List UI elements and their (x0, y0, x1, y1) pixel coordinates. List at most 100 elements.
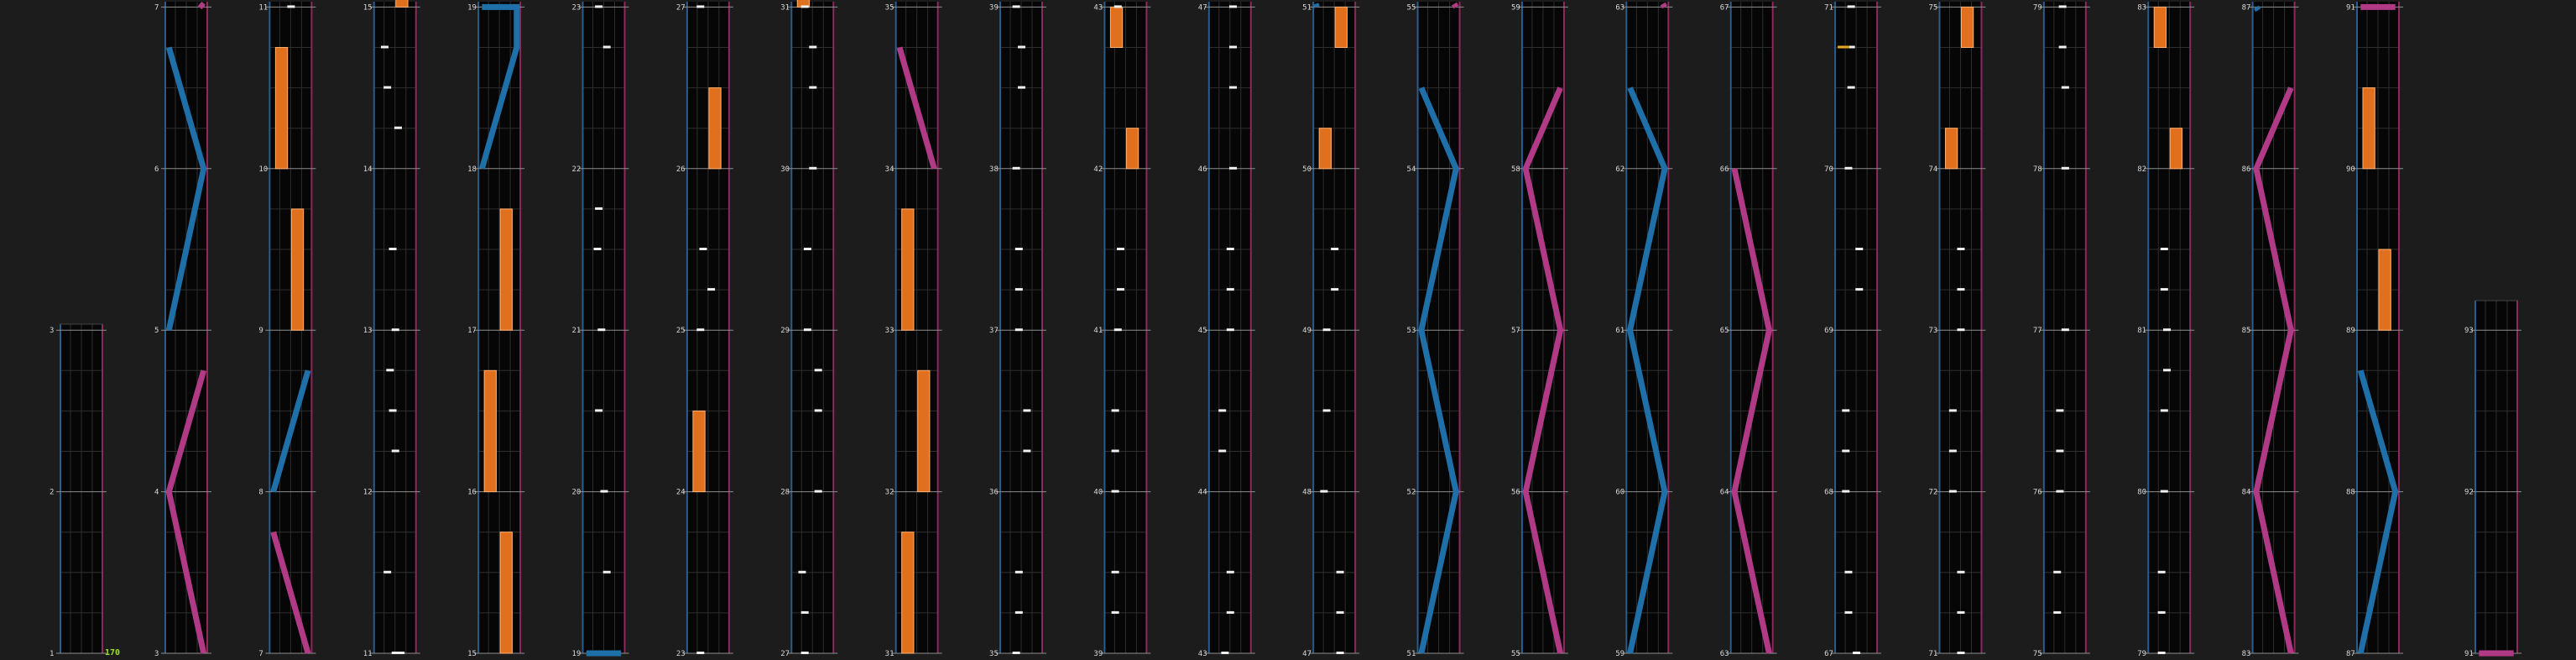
tap-note (1014, 328, 1023, 332)
tap-note (1331, 288, 1339, 291)
measure-number: 35 (989, 650, 999, 658)
tap-note (798, 570, 806, 574)
hold-note (499, 208, 513, 331)
measure-number: 26 (676, 165, 686, 174)
measure-number: 69 (1824, 327, 1833, 335)
measure-number: 7 (258, 650, 263, 658)
tap-note (1957, 570, 1965, 574)
tap-note (2056, 409, 2064, 412)
tap-note (2056, 490, 2064, 493)
slide-path-blue (270, 369, 311, 493)
tap-note (1014, 288, 1023, 291)
tap-note (1113, 328, 1122, 332)
tap-note (1229, 86, 1237, 89)
tap-note (1336, 570, 1344, 574)
measure-number: 33 (885, 327, 894, 335)
tap-note (1111, 449, 1119, 453)
tap-note (809, 166, 817, 170)
tap-note (800, 610, 809, 614)
measure-number: 16 (467, 489, 477, 497)
tap-note (1014, 248, 1023, 250)
measure-number: 10 (258, 165, 268, 174)
measure-number: 21 (572, 327, 581, 335)
hold-note (290, 208, 305, 331)
tap-note (1855, 288, 1864, 291)
measure-number: 7 (154, 3, 159, 12)
measure-number: 47 (1302, 650, 1311, 658)
combo-count: 170 (105, 648, 120, 657)
measure-number: 51 (1407, 650, 1416, 658)
measure-number: 91 (2464, 650, 2474, 658)
tap-note (597, 328, 606, 332)
measure-number: 30 (780, 165, 790, 174)
measure-number: 15 (467, 650, 477, 658)
tap-note (287, 5, 295, 8)
measure-number: 71 (1928, 650, 1937, 658)
measure-number: 86 (2242, 165, 2251, 174)
tap-note (2058, 45, 2067, 49)
tap-note (602, 45, 611, 49)
tap-note (1111, 409, 1119, 412)
tap-note (814, 409, 822, 412)
slide-path-pink (1731, 168, 1772, 654)
hold-note (2378, 249, 2391, 331)
measure-number: 65 (1720, 327, 1729, 335)
measure-number: 46 (1198, 165, 1207, 174)
tap-note (1229, 166, 1237, 170)
tap-note (2056, 449, 2064, 453)
measure-number: 87 (2346, 650, 2355, 658)
tap-note (809, 86, 817, 89)
tap-note (1957, 248, 1965, 250)
tap-note (1957, 328, 1965, 332)
measure-number: 93 (2464, 327, 2474, 335)
tap-note (1842, 449, 1850, 453)
tap-note (707, 288, 716, 291)
tap-note (803, 328, 811, 332)
measure-number: 83 (2137, 3, 2146, 12)
measure-number: 56 (1511, 489, 1520, 497)
measure-number: 87 (2242, 3, 2251, 12)
tap-note (2061, 328, 2069, 332)
tap-note (2160, 248, 2168, 250)
hold-note (483, 369, 497, 493)
measure-number: 50 (1302, 165, 1311, 174)
tap-note (1023, 449, 1031, 453)
slide-path-pink (1452, 2, 1459, 9)
tap-note (391, 652, 399, 654)
measure-number: 49 (1302, 327, 1311, 335)
tap-note (1218, 449, 1227, 453)
tap-note (1331, 248, 1339, 250)
measure-number: 90 (2346, 165, 2355, 174)
measure-number: 11 (363, 650, 373, 658)
slide-path-blue (1627, 86, 1668, 654)
slide-path-pink (1660, 2, 1667, 9)
tap-note (1855, 248, 1864, 250)
tap-note (1336, 652, 1344, 654)
tap-note (814, 369, 822, 372)
measure-number: 61 (1615, 327, 1624, 335)
hold-note (2362, 87, 2375, 170)
tap-note (1320, 490, 1328, 493)
measure-number: 73 (1928, 327, 1937, 335)
measure-number: 9 (258, 327, 263, 335)
measure-number: 77 (2033, 327, 2042, 335)
tap-note (593, 248, 602, 250)
measure-number: 57 (1511, 327, 1520, 335)
tap-note (1948, 449, 1957, 453)
measure-number: 3 (154, 650, 159, 658)
tap-note (1014, 570, 1023, 574)
measure-number: 17 (467, 327, 477, 335)
slide-path-blue (1418, 86, 1459, 654)
measure-number: 88 (2346, 489, 2355, 497)
tap-note (2157, 652, 2166, 654)
tap-note (1948, 490, 1957, 493)
tap-note (595, 409, 603, 412)
tap-note (1226, 248, 1234, 250)
measure-number: 85 (2242, 327, 2251, 335)
measure-number: 72 (1928, 489, 1937, 497)
tap-note (1957, 288, 1965, 291)
measure-number: 20 (572, 489, 581, 497)
tap-note (2163, 369, 2172, 372)
tap-note (1012, 652, 1020, 654)
measure-number: 47 (1198, 3, 1207, 12)
